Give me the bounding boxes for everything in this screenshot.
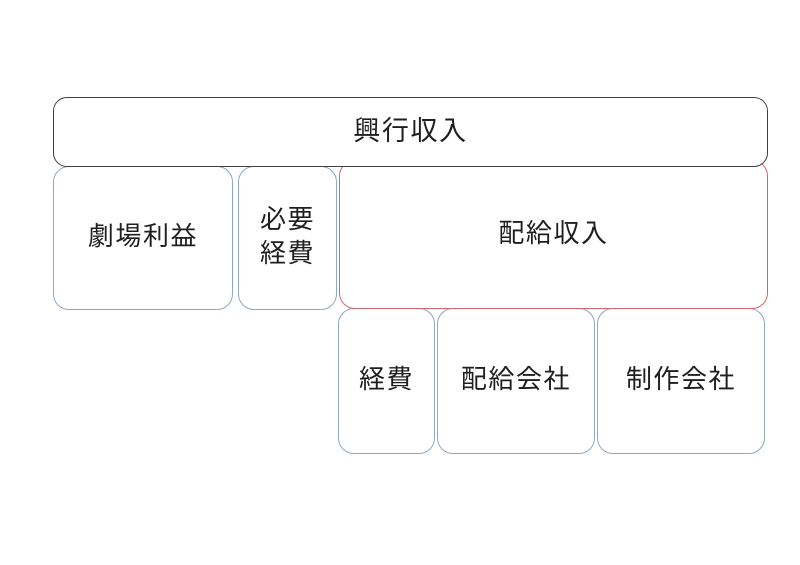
node-necessary-expenses[interactable]: 必要 経費 — [238, 166, 337, 310]
node-box-office-label: 興行収入 — [353, 116, 468, 148]
node-production-company-label: 制作会社 — [625, 365, 737, 396]
node-distribution-company-label: 配給会社 — [460, 365, 572, 396]
node-distribution-company[interactable]: 配給会社 — [437, 308, 595, 454]
node-theater-profit-label: 劇場利益 — [87, 222, 199, 253]
node-box-office[interactable]: 興行収入 — [53, 97, 768, 167]
node-expenses-label: 経費 — [358, 365, 415, 396]
node-necessary-expenses-label: 必要 経費 — [259, 205, 316, 269]
node-expenses[interactable]: 経費 — [338, 308, 435, 454]
node-production-company[interactable]: 制作会社 — [597, 308, 765, 454]
node-distribution-revenue[interactable]: 配給収入 — [339, 160, 768, 309]
node-distribution-revenue-label: 配給収入 — [498, 218, 609, 249]
node-theater-profit[interactable]: 劇場利益 — [53, 166, 233, 310]
